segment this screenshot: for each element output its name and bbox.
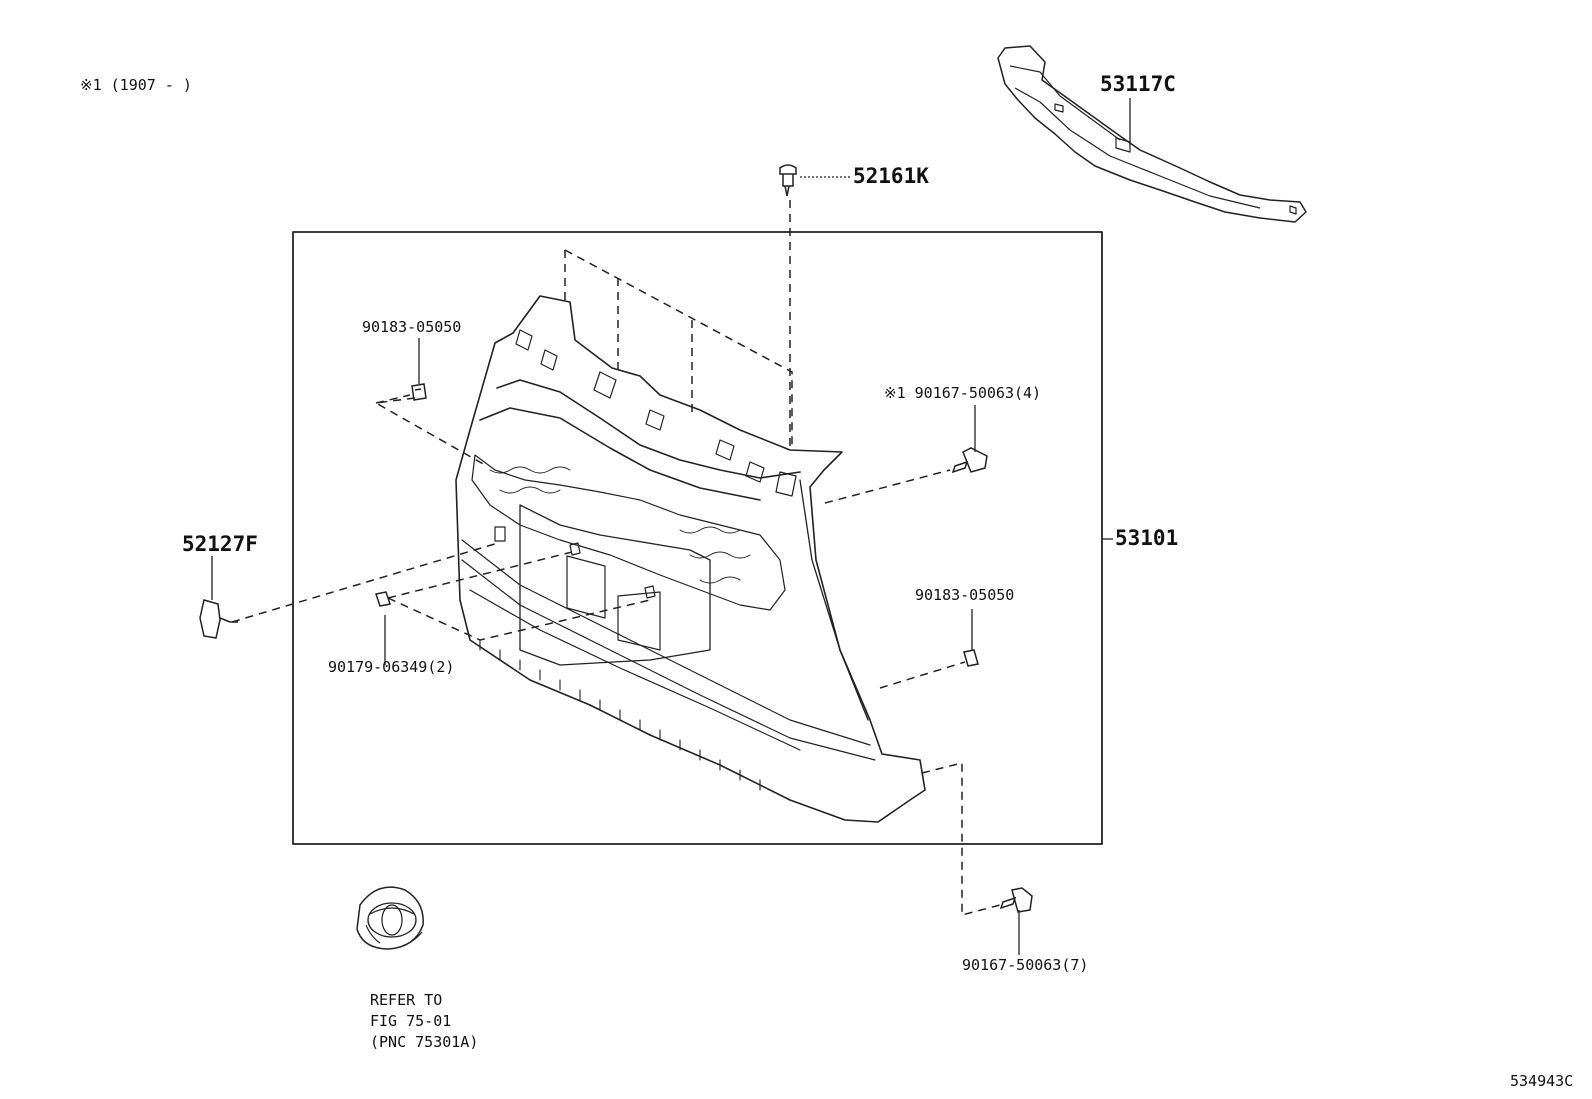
part-90179 (375, 591, 391, 607)
part-label-90167-50063-7[interactable]: 90167-50063(7) (962, 956, 1089, 974)
part-emblem (356, 886, 424, 950)
plate-area (519, 504, 711, 666)
part-90167-7 (999, 887, 1033, 913)
part-label-90179-06349[interactable]: 90179-06349(2) (328, 658, 455, 676)
dash-90167-7 (921, 762, 1001, 916)
applicability-note: ※1 (1907 - ) (80, 76, 192, 94)
part-90167-4 (951, 447, 988, 474)
dash-top-outline (564, 249, 793, 450)
grille-clip-left (494, 526, 506, 542)
part-label-52127F[interactable]: 52127F (182, 532, 258, 556)
assembly-frame (292, 231, 1103, 845)
figure-id: 534943C (1510, 1072, 1574, 1090)
part-label-52161K[interactable]: 52161K (853, 164, 929, 188)
part-52127F (199, 599, 238, 639)
dash-90167-4 (824, 469, 951, 504)
part-label-90167-50063-4[interactable]: ※1 90167-50063(4) (884, 384, 1042, 402)
part-label-53101[interactable]: 53101 (1115, 526, 1179, 550)
part-label-90183-05050-top[interactable]: 90183-05050 (362, 318, 462, 336)
part-90183-right (963, 649, 979, 667)
dash-90179 (387, 551, 651, 641)
grille-outline (455, 295, 926, 823)
part-52161K (779, 164, 797, 197)
dash-90183-right (879, 661, 966, 689)
part-53117C (997, 45, 1307, 223)
dash-90183-top (373, 394, 486, 466)
refer-note: REFER TO FIG 75-01 (PNC 75301A) (370, 990, 478, 1053)
part-label-90183-05050-right[interactable]: 90183-05050 (915, 586, 1015, 604)
part-label-53117C[interactable]: 53117C (1100, 72, 1176, 96)
refer-line-2: FIG 75-01 (370, 1012, 452, 1030)
dash-52127f (231, 542, 499, 623)
part-90183-top (411, 383, 427, 401)
lower-slats (461, 539, 876, 761)
refer-line-1: REFER TO (370, 991, 443, 1009)
refer-line-3: (PNC 75301A) (370, 1033, 479, 1051)
upper-mesh (471, 454, 786, 611)
upper-brackets (515, 329, 797, 497)
